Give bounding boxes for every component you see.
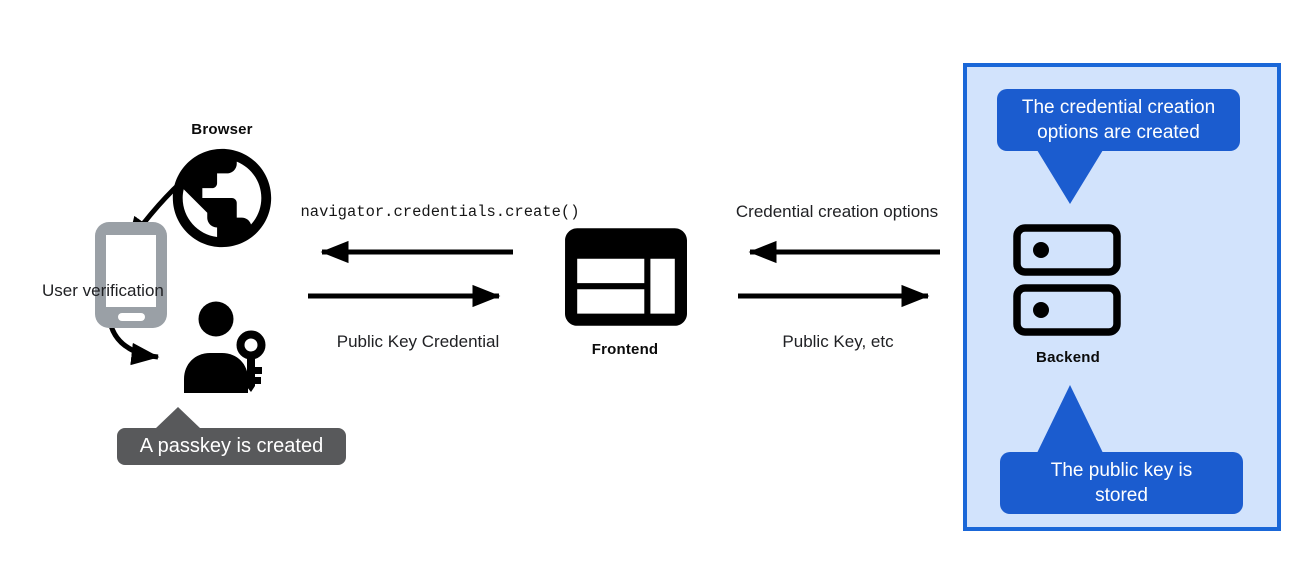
- navigator-credentials-create-label: navigator.credentials.create(): [300, 203, 580, 221]
- globe-icon: [172, 148, 272, 248]
- stored-tooltip-pointer: [1037, 385, 1103, 453]
- backend-label: Backend: [1036, 349, 1100, 366]
- passkey-tooltip-pointer: [155, 407, 201, 429]
- frontend-label: Frontend: [591, 341, 659, 358]
- tooltip-line: The public key is: [1050, 459, 1193, 481]
- smartphone-icon: [95, 222, 167, 328]
- person-key-icon: [184, 301, 266, 393]
- passkey-tooltip: A passkey is created: [117, 428, 346, 465]
- public-key-stored-tooltip: The public key is stored: [1000, 452, 1243, 514]
- browser-window-icon: [565, 228, 687, 326]
- public-key-credential-label: Public Key Credential: [336, 332, 500, 351]
- creation-options-tooltip-pointer: [1037, 150, 1103, 204]
- browser-label: Browser: [191, 121, 253, 138]
- user-verification-label: User verification: [42, 281, 164, 300]
- tooltip-line: stored: [1095, 485, 1148, 506]
- tooltip-line: options are created: [1037, 122, 1200, 143]
- public-key-etc-label: Public Key, etc: [782, 332, 894, 351]
- creation-options-tooltip: The credential creation options are crea…: [997, 89, 1240, 151]
- tooltip-line: The credential creation: [1021, 96, 1216, 118]
- credential-creation-options-label: Credential creation options: [735, 202, 939, 221]
- server-stack-icon: [1013, 224, 1121, 336]
